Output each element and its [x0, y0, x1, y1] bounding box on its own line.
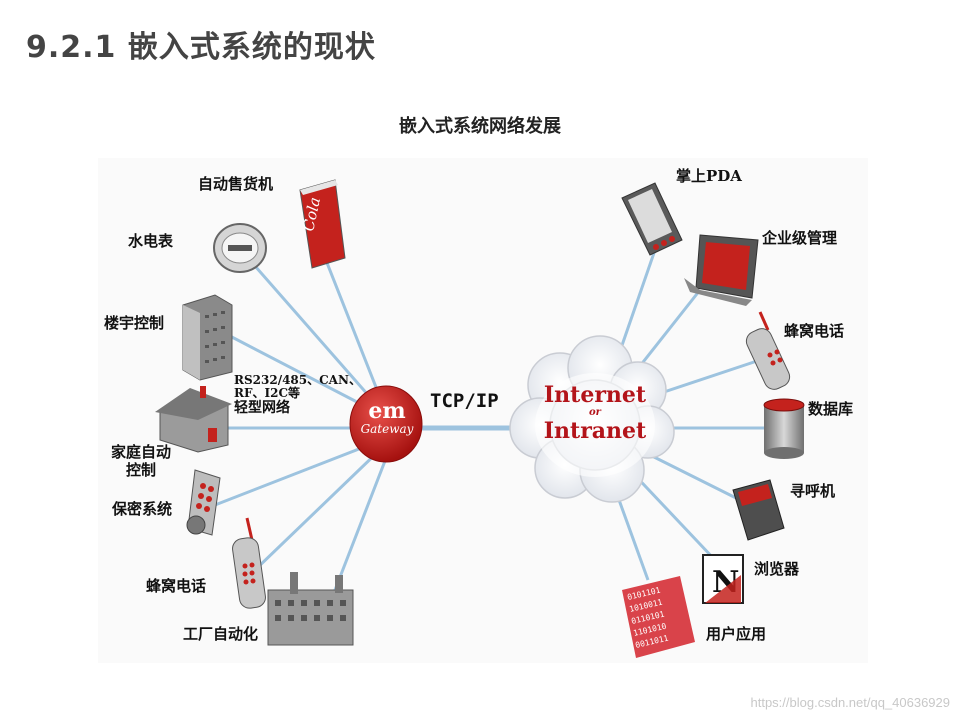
internet-cloud [509, 335, 675, 503]
slide-title: 9.2.1 嵌入式系统的现状 [26, 30, 376, 65]
factory-icon [267, 572, 354, 646]
pda-icon [621, 182, 683, 256]
label-cell-phone-left: 蜂窝电话 [146, 577, 207, 595]
hub-label-gateway: Gateway [360, 422, 414, 436]
network-note-line2: RF、I2C等 [234, 386, 301, 400]
network-note-line3: 轻型网络 [234, 400, 290, 416]
house-icon [155, 386, 232, 453]
cell-phone-icon [232, 517, 266, 609]
link-factory [333, 447, 392, 591]
link-phone-left [253, 443, 387, 572]
cloud-label: Internet or Intranet [540, 383, 650, 443]
browser-icon: N [702, 554, 744, 604]
security-keypad-icon [186, 469, 221, 536]
label-vending-machine: 自动售货机 [198, 175, 274, 193]
diagram-title: 嵌入式系统网络发展 [399, 116, 561, 137]
cell-phone-right-icon [745, 311, 791, 390]
building-icon [182, 294, 233, 381]
label-database: 数据库 [808, 400, 854, 418]
cloud-label-internet: Internet [543, 382, 647, 408]
left-connections [214, 239, 392, 591]
link-browser [628, 468, 717, 562]
network-note-line1: RS232/485、CAN、 [234, 373, 361, 387]
link-pager [649, 453, 741, 502]
tcp-ip-label: TCP/IP [430, 390, 499, 412]
label-cell-phone-right: 蜂窝电话 [784, 322, 845, 340]
label-pda: 掌上PDA [676, 167, 742, 185]
label-home-automation: 家庭自动控制 [110, 443, 171, 479]
vending-machine-icon: Cola [299, 179, 346, 269]
cloud-label-intranet: Intranet [543, 418, 647, 444]
label-user-application: 用户应用 [706, 625, 767, 643]
label-building-control: 楼宇控制 [104, 314, 165, 332]
label-meter: 水电表 [128, 232, 174, 250]
network-note: RS232/485、CAN、 RF、I2C等 轻型网络 [234, 373, 361, 417]
label-pager: 寻呼机 [790, 482, 836, 500]
watermark: https://blog.csdn.net/qq_40636929 [750, 695, 951, 710]
label-browser: 浏览器 [754, 560, 800, 578]
user-application-icon: 0101101 1010011 0110101 1101010 0011011 [622, 576, 695, 658]
link-vending [316, 239, 387, 411]
label-factory-automation: 工厂自动化 [183, 625, 259, 643]
label-enterprise: 企业级管理 [762, 229, 838, 247]
label-security-system: 保密系统 [112, 500, 173, 518]
em-gateway-hub [349, 385, 423, 463]
link-meter [246, 257, 385, 413]
hub-label: em Gateway [352, 400, 422, 436]
cloud-label-or: or [589, 407, 601, 418]
database-icon [763, 398, 805, 459]
meter-icon [213, 223, 267, 273]
pager-icon [732, 479, 785, 541]
hub-label-em: em [368, 398, 406, 424]
enterprise-monitor-icon [684, 234, 759, 306]
link-security [214, 438, 383, 507]
